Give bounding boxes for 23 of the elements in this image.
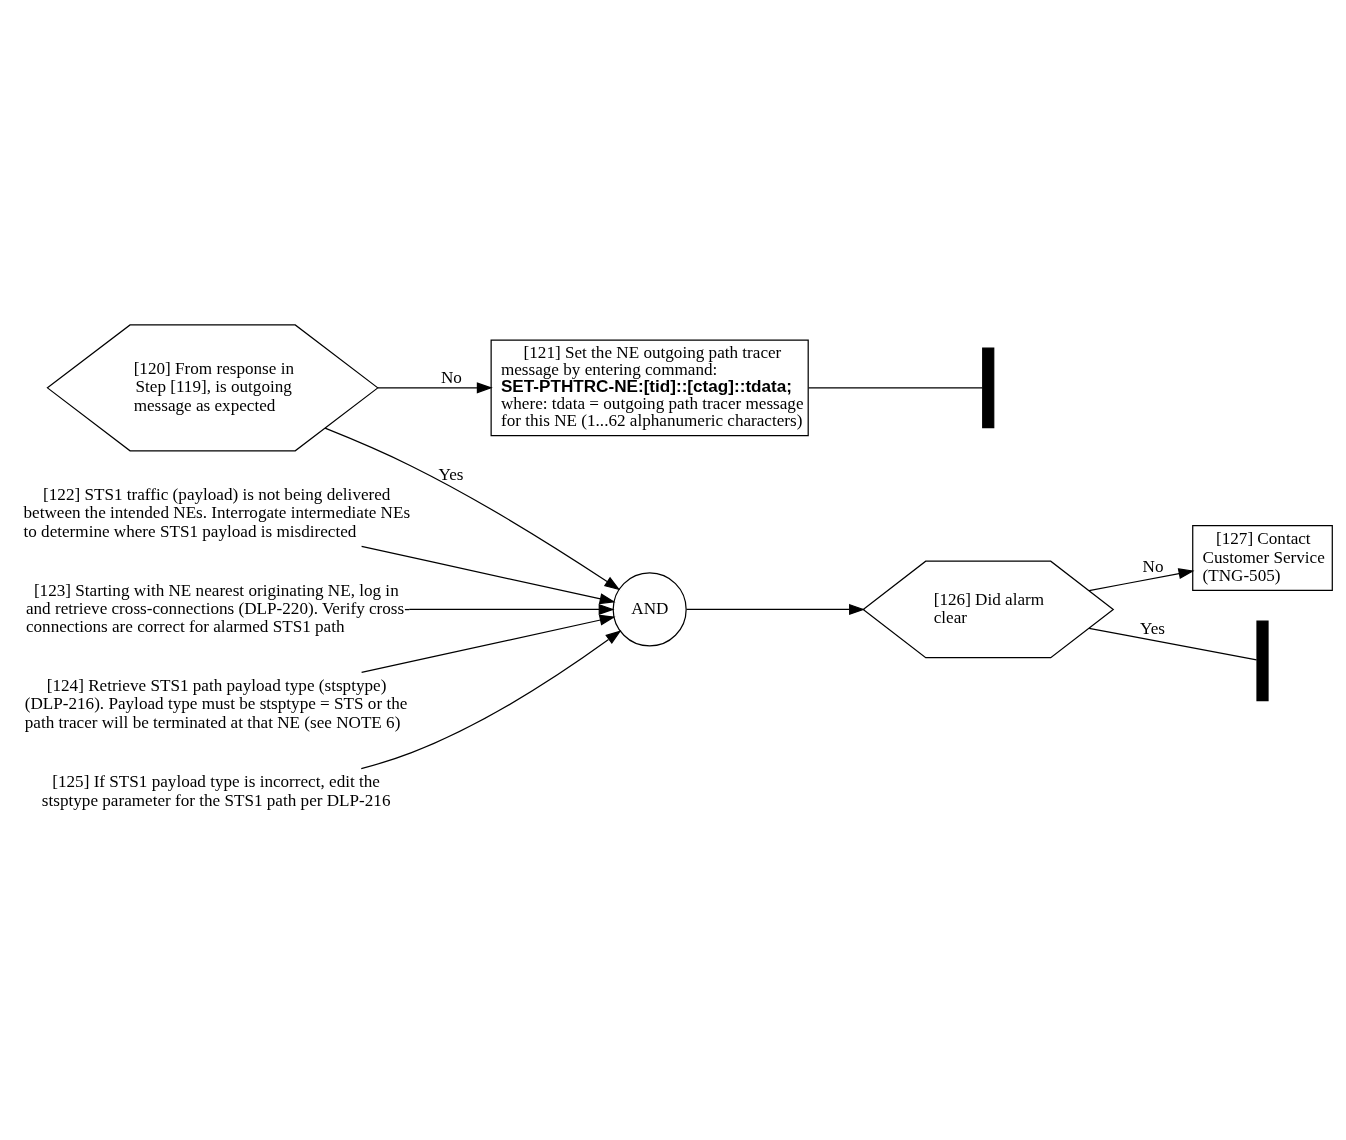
arrow [324,427,621,591]
arrow [361,545,616,605]
node-bar [1256,620,1269,702]
edge-label: No [440,368,462,388]
arrow [377,382,493,394]
arrow [408,603,615,616]
node-bar [982,347,995,429]
connector [1088,627,1258,661]
arrow [685,603,865,616]
node-text: [122] STS1 traffic (payload) is not being delivered between the intended NEs. Interrogate intermediate NEs to determine where STS1 payload is misdirected [23,485,411,541]
node-text: [123] Starting with NE nearest originating NE, log in and retrieve cross-connections (DLP-220). Verify cross-connections are correct for alarmed STS1 path [25,580,410,637]
arrow [360,630,622,770]
node-circle: AND [612,572,687,647]
node-text: [125] If STS1 payload type is incorrect, edit the stsptype parameter for the STS1 path per DLP-216 [41,772,391,810]
node-box: [127] Contact Customer Service (TNG-505) [1192,525,1333,592]
arrow [361,614,616,674]
edge-label: No [1142,556,1164,576]
node-text: [124] Retrieve STS1 path payload type (stsptype) (DLP-216). Payload type must be stsptype = STS or the path tracer will be terminated at that NE (see NOTE 6) [24,676,408,732]
arrow [1088,568,1195,592]
node-box: [121] Set the NE outgoing path tracer message by entering command: SET-PTHTRC-NE:[tid]::[ctag]::tdata; where: tdata = outgoing path tracer message for this NE (1...62 alphanumeric characters) [490,339,809,437]
edge-label: Yes [1140,619,1166,639]
connector [808,387,983,389]
edge-label: Yes [438,464,464,484]
